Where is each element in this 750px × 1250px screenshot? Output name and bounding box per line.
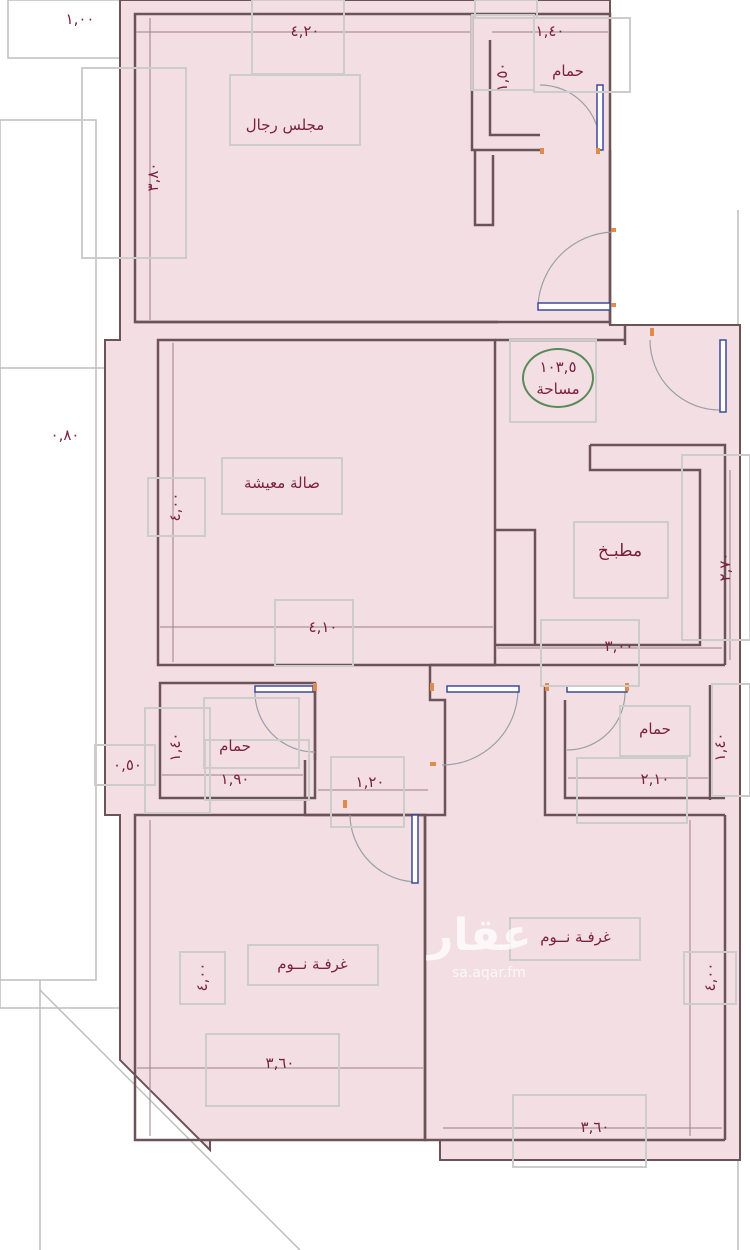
dim-1-20: ١,٢٠: [355, 773, 385, 791]
dim-1-00-top-left: ١,٠٠: [65, 10, 95, 28]
dim-4-10: ٤,١٠: [308, 618, 338, 636]
watermark-brand: عقار: [428, 910, 532, 961]
dim-1-40-right: ١,٤٠: [711, 732, 729, 762]
area-value: ١٠٣,٥: [539, 358, 577, 376]
room-label-bedroom-left: غرفـة نــوم: [277, 955, 348, 973]
dim-3-60-right: ٣,٦٠: [580, 1118, 610, 1136]
dim-0-50: ٠,٥٠: [113, 756, 142, 774]
room-label-bedroom-right: غرفـة نــوم: [540, 928, 611, 946]
dimension-lines: [136, 18, 731, 1136]
dim-1-40-left: ١,٤٠: [166, 732, 184, 762]
door-frames: [254, 84, 727, 884]
dim-3-60-left: ٣,٦٠: [265, 1054, 295, 1072]
dim-1-90: ١,٩٠: [220, 770, 250, 788]
dim-4-00-living: ٤,٠٠: [166, 492, 184, 522]
room-label-bath-left: حمام: [219, 737, 251, 755]
dim-4-00-bed-left: ٤,٠٠: [193, 962, 211, 992]
dim-1-40-top: ١,٤٠: [535, 22, 565, 40]
room-label-living-hall: صالة معيشة: [244, 474, 320, 492]
dim-2-10: ٢,١٠: [640, 770, 670, 788]
area-label: مساحة: [536, 380, 580, 398]
annotation-boxes: [81, 0, 750, 1168]
room-label-men-majlis: مجلس رجال: [245, 116, 325, 134]
dim-2-70: ٢,٧٠: [716, 552, 734, 582]
area-badge: [522, 348, 594, 408]
dim-3-00: ٣,٠٠: [604, 637, 634, 655]
dim-1-50: ١,٥٠: [493, 62, 511, 92]
dim-0-80: ٠,٨٠: [50, 426, 80, 444]
dim-4-20: ٤,٢٠: [290, 22, 320, 40]
watermark-url: sa.aqar.fm: [452, 965, 526, 981]
dim-3-80: ٣,٨٠: [144, 162, 162, 192]
room-label-kitchen: مطبـخ: [597, 541, 643, 561]
room-label-bath-right: حمام: [639, 720, 671, 738]
room-label-bath-top: حمام: [552, 62, 584, 80]
dim-4-00-bed-right: ٤,٠٠: [701, 962, 719, 992]
doors: [254, 84, 723, 883]
